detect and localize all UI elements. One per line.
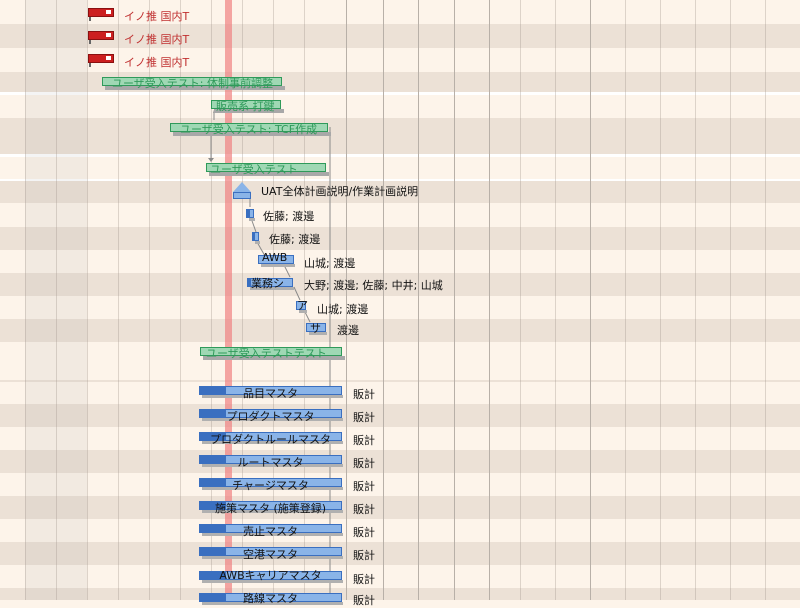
flag-marker[interactable]: [88, 31, 114, 44]
task-bar[interactable]: [258, 255, 295, 267]
task-resource: 大野; 渡邊; 佐藤; 中井; 山城: [304, 279, 443, 292]
master-task-bar[interactable]: [199, 432, 343, 444]
master-task-resource: 販計: [353, 434, 375, 447]
task-bar-label: サ: [310, 322, 321, 335]
master-task-label: 路線マスタ: [243, 592, 298, 605]
master-task-label: チャージマスタ: [232, 479, 309, 492]
milestone-marker[interactable]: [233, 182, 251, 192]
master-task-label: 売止マスタ: [243, 525, 298, 538]
task-resource: 山城; 渡邊: [304, 257, 356, 270]
master-task-bar[interactable]: [199, 547, 343, 559]
master-task-label: 施策マスタ (施策登録): [214, 502, 327, 515]
summary-label: 販売系 打鍵: [216, 100, 275, 113]
flag-label: イノ推 国内T: [124, 56, 190, 69]
summary-label: ユーザ受入テスト: [210, 163, 298, 176]
summary-label: ユーザ受入テスト: TCF作成: [180, 123, 318, 136]
master-task-resource: 販計: [353, 411, 375, 424]
task-bar-label: ア: [297, 299, 308, 312]
master-task-bar[interactable]: [199, 524, 343, 536]
task-bar-label: AWB: [262, 251, 288, 264]
master-task-label: 空港マスタ: [243, 548, 298, 561]
task-bar-label: 業務シ: [251, 277, 284, 290]
master-task-label: ルートマスタ: [237, 456, 304, 469]
task-bar[interactable]: [296, 301, 307, 313]
master-task-resource: 販計: [353, 594, 375, 607]
task-resource: 渡邊: [337, 324, 359, 337]
master-task-label: プロダクトルールマスタ: [210, 433, 331, 446]
summary-bar[interactable]: [102, 77, 285, 90]
master-task-resource: 販計: [353, 388, 375, 401]
master-task-resource: 販計: [353, 480, 375, 493]
master-task-bar[interactable]: [199, 409, 343, 421]
master-task-bar[interactable]: [199, 501, 343, 513]
task-bar[interactable]: [306, 323, 327, 335]
master-task-bar[interactable]: [199, 571, 343, 583]
master-task-bar[interactable]: [199, 478, 343, 490]
master-task-label: プロダクトマスタ: [226, 410, 315, 423]
summary-bar[interactable]: [206, 163, 329, 176]
task-resource: 佐藤; 渡邊: [263, 210, 315, 223]
master-task-label: AWBキャリアマスタ: [219, 569, 322, 582]
today-line: [225, 0, 232, 600]
flag-label: イノ推 国内T: [124, 10, 190, 23]
task-resource: 山城; 渡邊: [317, 303, 369, 316]
master-task-resource: 販計: [353, 549, 375, 562]
task-resource: 佐藤; 渡邊: [269, 233, 321, 246]
flag-marker[interactable]: [88, 8, 114, 21]
milestone-box: [233, 192, 251, 199]
flag-label: イノ推 国内T: [124, 33, 190, 46]
master-task-bar[interactable]: [199, 455, 343, 467]
summary-bar[interactable]: [211, 100, 284, 113]
master-task-resource: 販計: [353, 526, 375, 539]
summary-label: ユーザ受入テストテスト: [206, 347, 327, 360]
nonworking-column: [25, 0, 87, 600]
master-task-label: 品目マスタ: [243, 387, 298, 400]
summary-bar[interactable]: [170, 123, 331, 136]
master-task-resource: 販計: [353, 457, 375, 470]
master-task-resource: 販計: [353, 573, 375, 586]
task-bar[interactable]: [247, 278, 294, 290]
master-task-resource: 販計: [353, 503, 375, 516]
flag-marker[interactable]: [88, 54, 114, 67]
summary-label: ユーザ受入テスト: 体制事前調整: [112, 77, 273, 90]
task-bar[interactable]: [246, 209, 255, 221]
task-bar[interactable]: [252, 232, 260, 244]
milestone-resource: UAT全体計画説明/作業計画説明: [261, 185, 419, 198]
master-task-bar[interactable]: [199, 386, 343, 398]
summary-bar[interactable]: [200, 347, 345, 360]
